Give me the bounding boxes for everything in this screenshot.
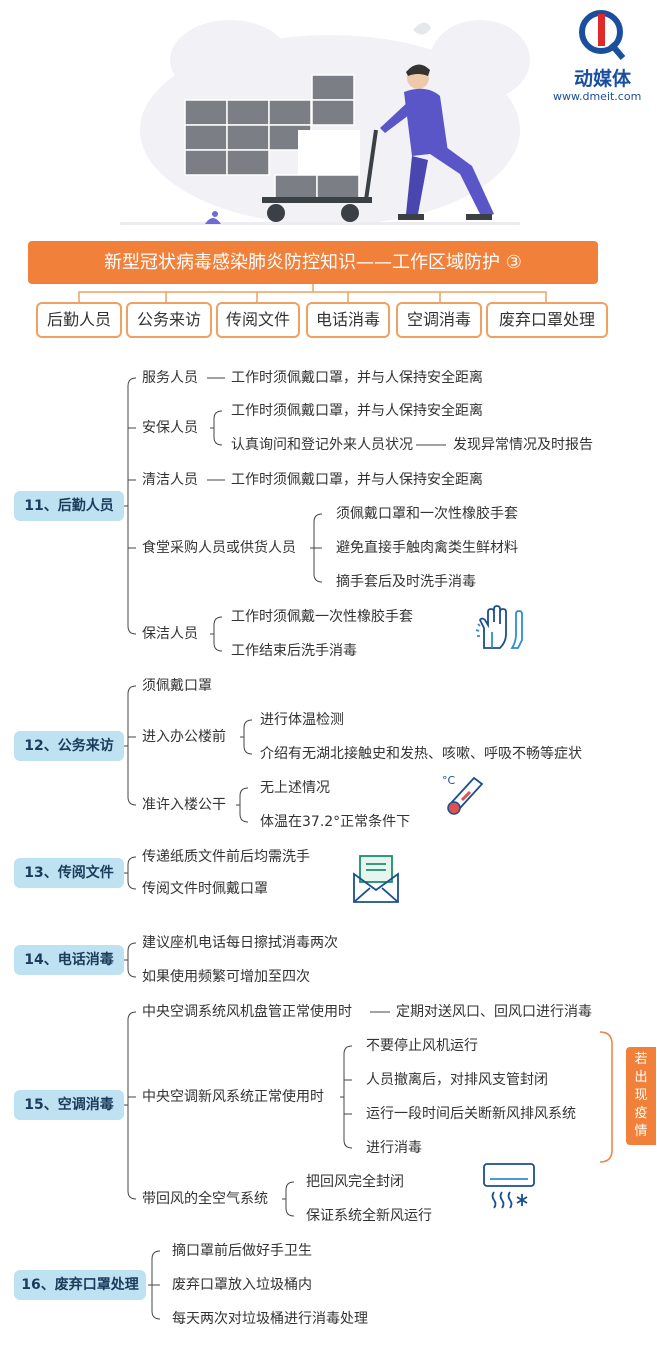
node-text: 摘手套后及时洗手消毒 <box>336 574 476 590</box>
node-text: 进行消毒 <box>366 1140 422 1156</box>
node-return-air: 带回风的全空气系统 <box>142 1191 268 1207</box>
node-text: 工作时须佩戴一次性橡胶手套 <box>231 609 413 625</box>
logo-url: www.dmeit.com <box>553 90 642 103</box>
node-text: 无上述情况 <box>260 780 330 796</box>
section-13-label: 13、传阅文件 <box>14 858 124 888</box>
node-fresh-air: 中央空调新风系统正常使用时 <box>142 1089 324 1105</box>
node-security-staff: 安保人员 <box>142 420 198 436</box>
node-text: 人员撤离后，对排风支管封闭 <box>366 1072 548 1088</box>
node-canteen-staff: 食堂采购人员或供货人员 <box>142 540 296 556</box>
page-title: 新型冠状病毒感染肺炎防控知识——工作区域防护 ③ <box>28 241 598 284</box>
envelope-icon <box>353 855 399 903</box>
thermometer-icon: °C <box>442 774 484 815</box>
node-text: 须佩戴口罩和一次性橡胶手套 <box>336 506 518 522</box>
node-text: 保证系统全新风运行 <box>306 1208 432 1224</box>
header-illustration <box>120 20 530 225</box>
node-cleaning-staff: 清洁人员 <box>142 472 198 488</box>
tab-documents[interactable]: 传阅文件 <box>216 302 300 338</box>
node-text: 摘口罩前后做好手卫生 <box>172 1243 312 1259</box>
node-text: 不要停止风机运行 <box>366 1038 478 1054</box>
air-conditioner-icon <box>483 1163 535 1209</box>
node-text: 传递纸质文件前后均需洗手 <box>142 849 310 865</box>
section-14-label: 14、电话消毒 <box>14 945 124 975</box>
node-text: 须佩戴口罩 <box>142 678 212 694</box>
tab-connectors <box>78 284 547 302</box>
node-text: 避免直接手触肉禽类生鲜材料 <box>336 540 518 556</box>
tab-mask-disposal[interactable]: 废弃口罩处理 <box>486 302 608 338</box>
node-text: 工作结束后洗手消毒 <box>231 643 357 659</box>
node-text: 每天两次对垃圾桶进行消毒处理 <box>172 1311 368 1327</box>
if-epidemic-badge: 若 出 现 疫 情 <box>626 1047 656 1145</box>
node-fan-coil: 中央空调系统风机盘管正常使用时 <box>142 1004 352 1020</box>
node-text: 工作时须佩戴口罩，并与人保持安全距离 <box>231 472 483 488</box>
node-text: 如果使用频繁可增加至四次 <box>142 969 310 985</box>
node-text: 把回风完全封闭 <box>306 1174 404 1190</box>
svg-text:°C: °C <box>442 774 456 787</box>
section-11-label: 11、后勤人员 <box>14 491 124 521</box>
worker-figure <box>380 64 494 220</box>
gloves-icon <box>475 605 523 649</box>
node-text: 进行体温检测 <box>260 712 344 728</box>
node-text: 认真询问和登记外来人员状况 <box>231 437 413 453</box>
node-allowed-entry: 准许入楼公干 <box>142 797 226 813</box>
section-15-label: 15、空调消毒 <box>14 1090 124 1120</box>
node-text: 工作时须佩戴口罩，并与人保持安全距离 <box>231 403 483 419</box>
node-text: 建议座机电话每日擦拭消毒两次 <box>142 935 338 951</box>
section-16-label: 16、废弃口罩处理 <box>14 1270 146 1300</box>
node-text: 废弃口罩放入垃圾桶内 <box>172 1277 312 1293</box>
node-text: 体温在37.2°正常条件下 <box>260 814 411 830</box>
tab-phone[interactable]: 电话消毒 <box>306 302 390 338</box>
node-service-staff: 服务人员 <box>142 370 198 386</box>
node-text: 运行一段时间后关断新风排风系统 <box>366 1106 576 1122</box>
tab-visits[interactable]: 公务来访 <box>126 302 212 338</box>
node-text: 传阅文件时佩戴口罩 <box>142 881 268 897</box>
node-before-entering: 进入办公楼前 <box>142 729 226 745</box>
tab-logistics[interactable]: 后勤人员 <box>36 302 122 338</box>
node-text: 发现异常情况及时报告 <box>453 437 593 453</box>
node-text: 定期对送风口、回风口进行消毒 <box>396 1004 592 1020</box>
node-janitor: 保洁人员 <box>142 626 198 642</box>
node-text: 工作时须佩戴口罩，并与人保持安全距离 <box>231 370 483 386</box>
section-12-label: 12、公务来访 <box>14 731 124 761</box>
logo-text: 动媒体 <box>574 68 632 90</box>
logo-icon <box>579 10 626 60</box>
tab-air-conditioning[interactable]: 空调消毒 <box>396 302 482 338</box>
node-text: 介绍有无湖北接触史和发热、咳嗽、呼吸不畅等症状 <box>260 746 582 762</box>
